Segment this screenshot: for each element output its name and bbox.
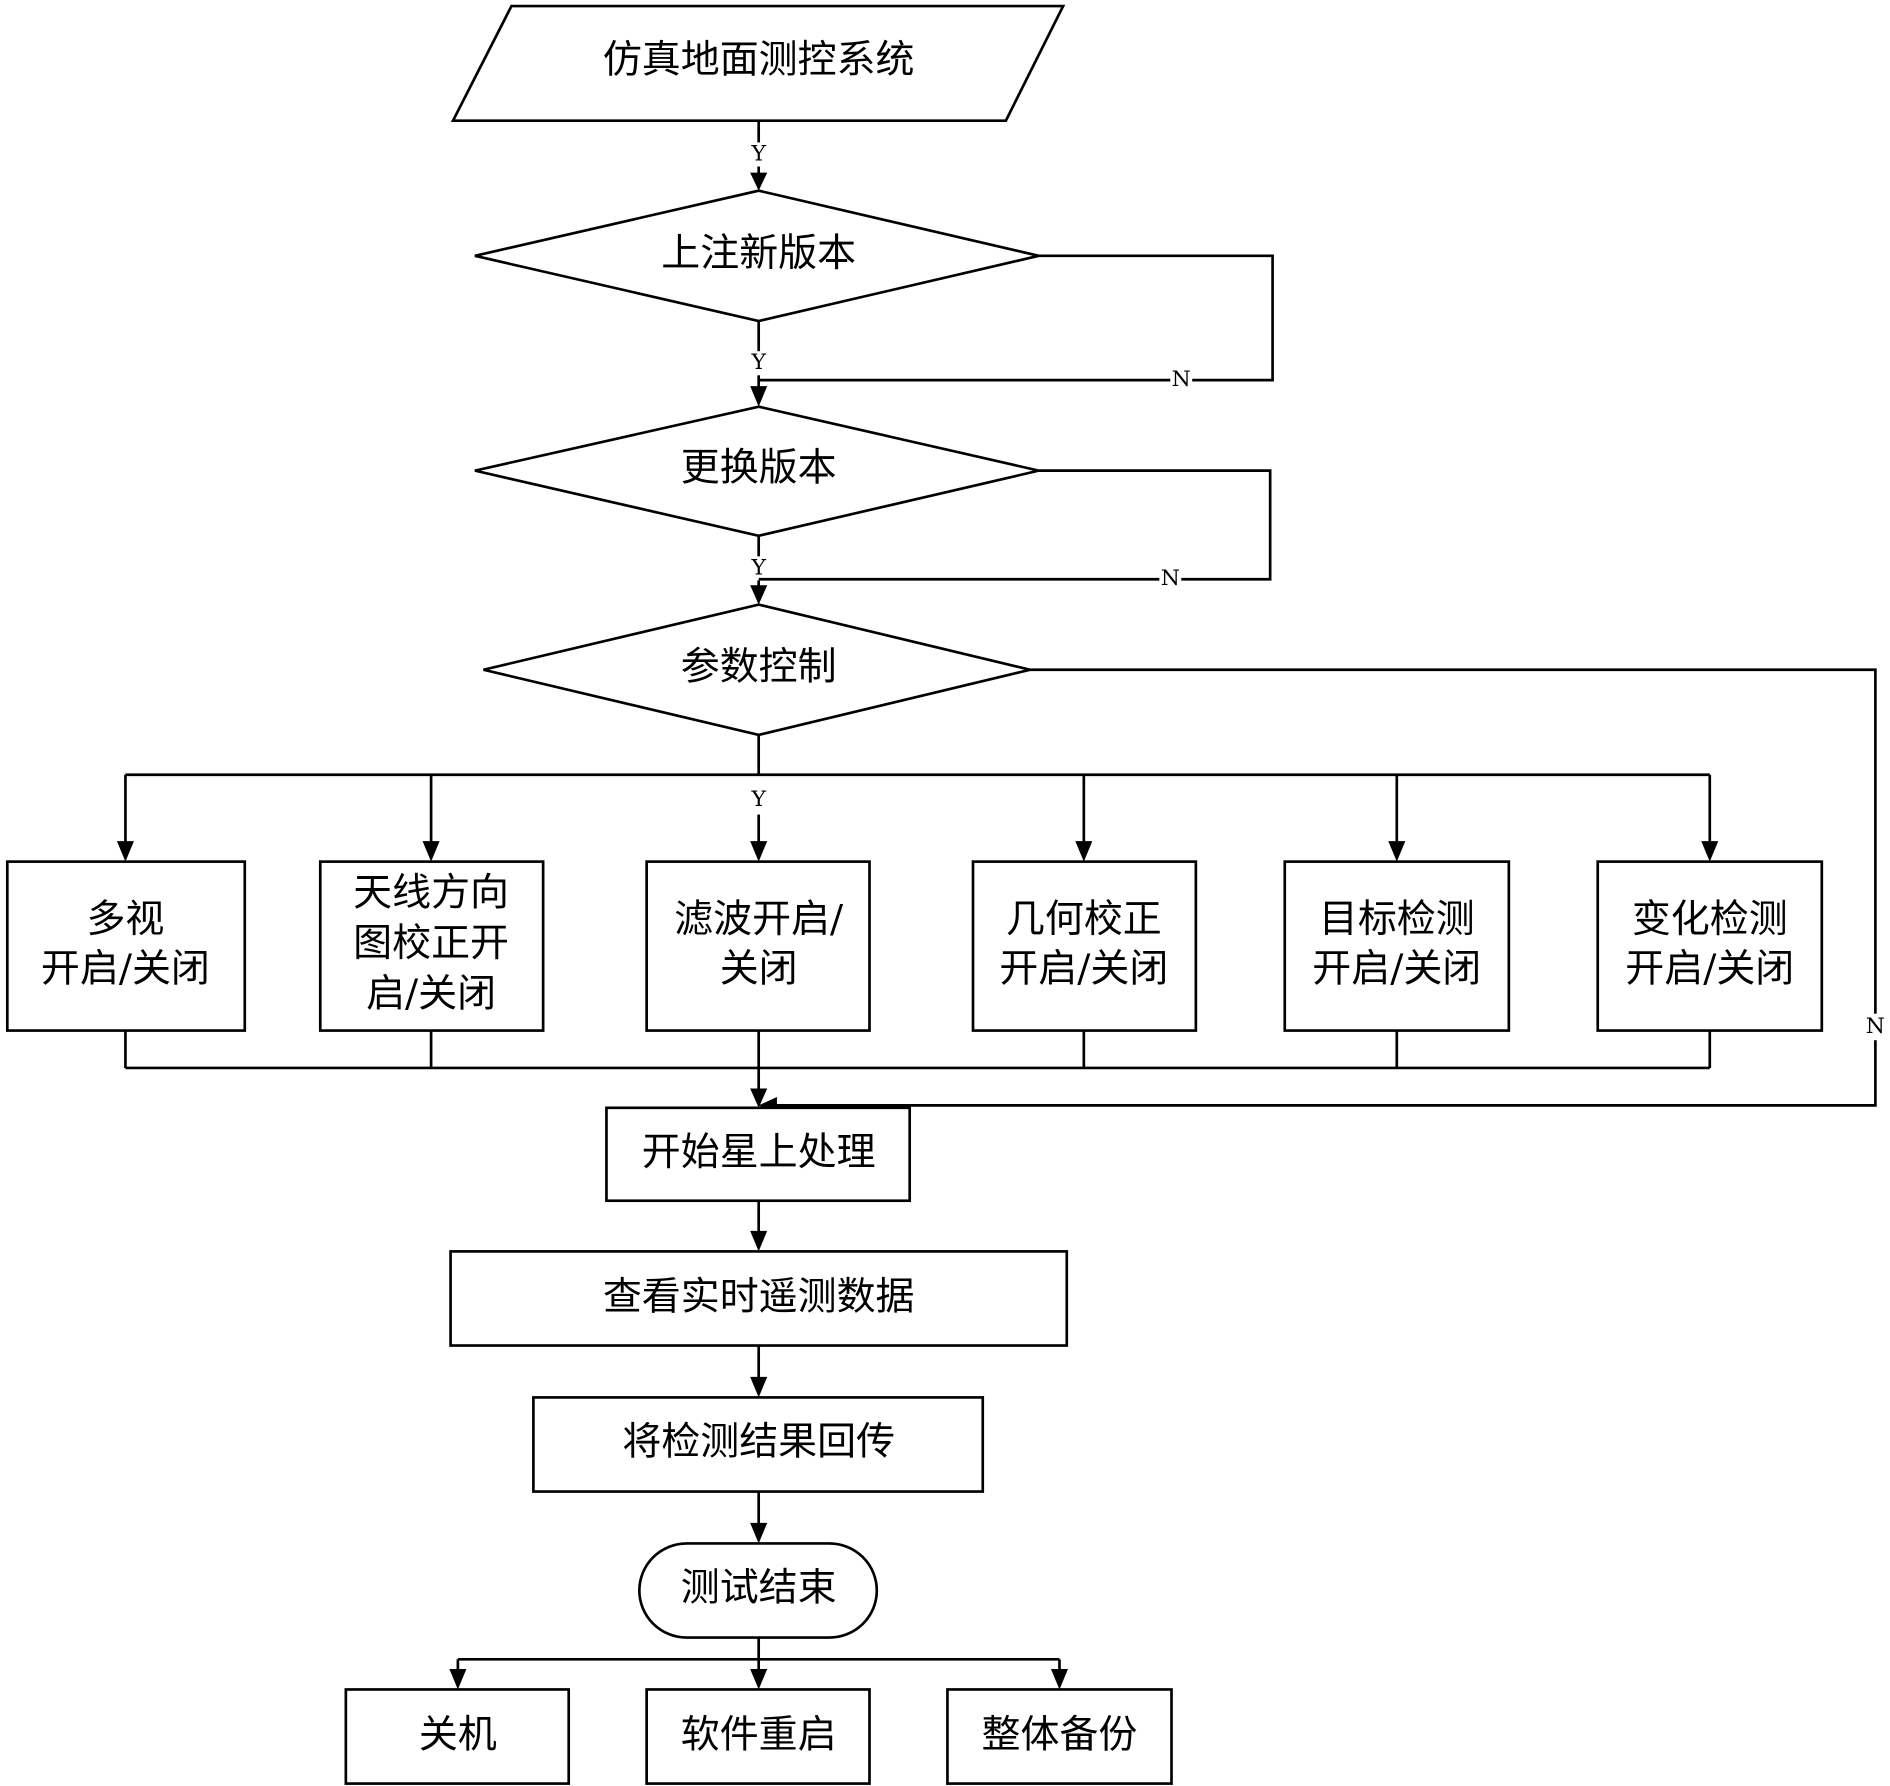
action-box: [344, 1688, 571, 1785]
action-full-backup: 整体备份: [946, 1688, 1173, 1785]
decision-replace-version: 更换版本: [474, 405, 1040, 538]
process-start-onboard-processing: 开始星上处理: [605, 1106, 912, 1203]
option-antenna-pattern-correction: 天线方向 图校正开 启/关闭: [318, 774, 545, 1032]
option-change-detection: 变化检测 开启/关闭: [1596, 774, 1824, 1032]
option-box: [645, 860, 871, 1032]
action-software-restart: 软件重启: [645, 1688, 871, 1785]
option-label-line: 变化检测: [1632, 897, 1788, 942]
edge-decision-3-yes: Y: [125, 734, 1710, 815]
decision-upload-new-version: 上注新版本: [474, 189, 1040, 323]
action-label: 软件重启: [681, 1713, 837, 1758]
option-label-line: 开启/关闭: [41, 947, 210, 992]
decision-diamond: [474, 189, 1040, 323]
edge-label-yes: Y: [750, 350, 766, 375]
option-label-line: 滤波开启/: [674, 897, 844, 942]
option-box: [1283, 860, 1511, 1032]
option-label-line: 多视: [86, 897, 164, 942]
option-label-line: 几何校正: [1006, 897, 1162, 942]
start-node: 仿真地面测控系统: [450, 4, 1066, 123]
edge-label-no: N: [1866, 1014, 1885, 1039]
edge-process-1-to-2: [750, 1200, 768, 1252]
edge-decision-1-yes: Y: [747, 320, 770, 407]
option-label-line: 关闭: [720, 947, 798, 992]
action-label: 关机: [419, 1713, 497, 1758]
option-target-detection: 目标检测 开启/关闭: [1283, 774, 1511, 1032]
option-label-line: 开启/关闭: [1312, 947, 1481, 992]
arrowhead: [1701, 841, 1719, 862]
option-box: [971, 860, 1198, 1032]
arrowhead: [422, 841, 440, 862]
option-geometric-correction: 几何校正 开启/关闭: [971, 774, 1198, 1032]
edge-decision-2-yes: Y: [747, 535, 770, 605]
arrowhead: [750, 585, 768, 605]
start-parallelogram: [450, 4, 1066, 123]
option-label-line: 开启/关闭: [999, 947, 1168, 992]
edge-process-2-to-3: [750, 1345, 768, 1398]
action-box: [946, 1688, 1173, 1785]
option-label-line: 天线方向: [353, 871, 509, 916]
process-label: 将检测结果回传: [622, 1420, 895, 1465]
edge-decision-2-no: N: [758, 469, 1272, 592]
arrowhead: [750, 1088, 768, 1108]
arrowhead: [1388, 841, 1406, 862]
option-box: [1596, 860, 1824, 1032]
arrowhead: [750, 172, 768, 191]
decision-parameter-control: 参数控制: [483, 603, 1031, 737]
option-label-line: 启/关闭: [366, 972, 496, 1017]
process-label: 开始星上处理: [642, 1130, 876, 1175]
edge-label-no: N: [1172, 367, 1191, 392]
arrowhead: [449, 1668, 467, 1690]
edge-start-to-decision-1: Y: [747, 120, 770, 191]
action-shutdown: 关机: [344, 1688, 571, 1785]
final-branch-connector: [449, 1637, 1068, 1690]
arrowhead: [750, 1668, 768, 1690]
decision-label: 上注新版本: [661, 231, 856, 276]
arrowhead: [116, 841, 134, 862]
option-label-line: 开启/关闭: [1625, 947, 1794, 992]
decision-label: 更换版本: [681, 446, 837, 491]
edge-decision-3-no: N: [758, 668, 1887, 1114]
action-box: [645, 1688, 871, 1785]
process-view-telemetry: 查看实时遥测数据: [449, 1250, 1069, 1347]
process-label: 查看实时遥测数据: [603, 1275, 915, 1320]
process-return-detection-results: 将检测结果回传: [532, 1396, 985, 1493]
option-multilook: 多视 开启/关闭: [5, 774, 247, 1032]
decision-label: 参数控制: [681, 645, 837, 690]
option-label-line: 图校正开: [353, 921, 509, 966]
process-box: [605, 1106, 912, 1203]
edge-label-yes: Y: [750, 787, 766, 812]
arrowhead: [750, 386, 768, 407]
option-filtering: 滤波开启/ 关闭: [645, 814, 871, 1032]
process-box: [449, 1250, 1069, 1347]
edge-label-yes: Y: [750, 142, 766, 167]
arrowhead: [1050, 1668, 1068, 1690]
edge-process-3-to-end: [750, 1491, 768, 1544]
end-node: 测试结束: [637, 1542, 879, 1639]
end-label: 测试结束: [681, 1566, 837, 1611]
arrowhead: [750, 1522, 768, 1544]
arrowhead: [1075, 841, 1093, 862]
arrowhead: [750, 841, 768, 862]
arrowhead: [750, 1230, 768, 1252]
process-box: [532, 1396, 985, 1493]
edge-decision-1-no: N: [758, 254, 1274, 393]
option-label-line: 目标检测: [1319, 897, 1475, 942]
arrowhead: [750, 1376, 768, 1398]
action-label: 整体备份: [982, 1713, 1138, 1758]
edge-label-yes: Y: [750, 555, 766, 580]
start-label: 仿真地面测控系统: [603, 38, 915, 83]
edge-label-no: N: [1161, 566, 1180, 591]
merge-connector: [124, 1030, 1712, 1108]
option-box: [5, 860, 247, 1032]
decision-diamond: [474, 405, 1040, 538]
